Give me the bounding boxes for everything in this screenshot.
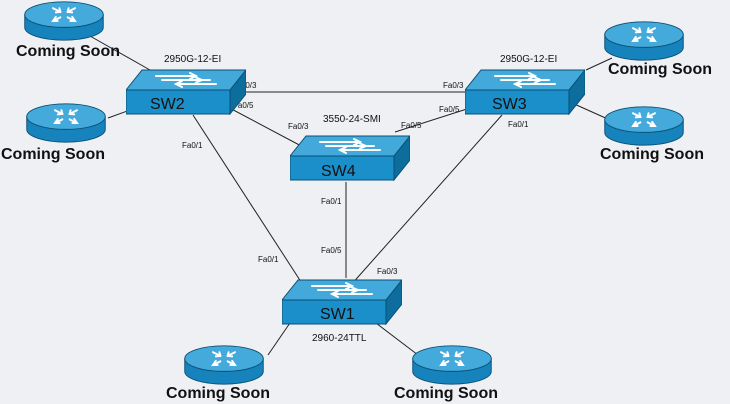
router-r-sw3-bottom[interactable]: Coming Soon <box>600 105 704 163</box>
link-router-sw3-bottom <box>571 102 611 121</box>
port-label: Fa0/5 <box>321 246 342 255</box>
switch-label: SW2 <box>150 96 185 113</box>
port-label: Fa0/5 <box>401 121 422 130</box>
port-label: Fa0/3 <box>377 267 398 276</box>
router-label: Coming Soon <box>1 146 105 163</box>
port-labels: Fa0/3 Fa0/3 Fa0/5 Fa0/3 Fa0/5 Fa0/5 Fa0/… <box>182 81 529 276</box>
switch-sw4[interactable]: SW4 3550-24-SMI <box>290 114 410 181</box>
router-label: Coming Soon <box>608 61 712 78</box>
router-icon <box>603 105 685 147</box>
link-router-sw1-right <box>371 319 419 356</box>
switch-sw3[interactable]: SW3 2950G-12-EI <box>465 54 585 115</box>
router-r-sw3-top[interactable]: Coming Soon <box>603 20 712 78</box>
port-label: Fa0/1 <box>321 197 342 206</box>
switch-sw1[interactable]: SW1 2960-24TTL <box>282 279 402 344</box>
router-icon <box>25 102 107 144</box>
port-label: Fa0/5 <box>233 101 254 110</box>
switch-label: SW1 <box>320 306 355 323</box>
port-label: Fa0/1 <box>182 141 203 150</box>
switch-model: 3550-24-SMI <box>323 114 381 125</box>
link-sw3-sw4 <box>394 107 471 133</box>
switch-sw2[interactable]: SW2 2950G-12-EI <box>126 54 246 115</box>
switch-model: 2950G-12-EI <box>500 54 557 65</box>
router-label: Coming Soon <box>166 385 270 402</box>
link-sw2-sw1 <box>192 114 306 289</box>
router-icon <box>603 20 685 62</box>
links-layer <box>89 35 613 356</box>
router-r-sw1-left[interactable]: Coming Soon <box>166 344 270 402</box>
multilayer-switch-icon <box>126 69 246 115</box>
port-label: Fa0/3 <box>288 122 309 131</box>
router-r-sw2-top[interactable]: Coming Soon <box>16 0 120 60</box>
switch-model: 2960-24TTL <box>312 333 367 344</box>
port-label: Fa0/5 <box>439 105 460 114</box>
router-r-sw2-bottom[interactable]: Coming Soon <box>1 102 107 163</box>
link-sw3-sw1 <box>349 114 503 287</box>
link-router-sw1-left <box>267 319 293 356</box>
port-label: Fa0/1 <box>258 255 279 264</box>
port-label: Fa0/3 <box>236 81 257 90</box>
router-label: Coming Soon <box>394 385 498 402</box>
router-label: Coming Soon <box>16 43 120 60</box>
router-icon <box>411 344 493 386</box>
router-icon <box>23 0 105 42</box>
switch-model: 2950G-12-EI <box>164 54 221 65</box>
router-icon <box>183 344 265 386</box>
link-sw2-sw4 <box>221 103 306 149</box>
switch-label: SW4 <box>321 163 356 180</box>
port-label: Fa0/3 <box>443 81 464 90</box>
router-r-sw1-right[interactable]: Coming Soon <box>394 344 498 402</box>
router-label: Coming Soon <box>600 146 704 163</box>
switch-label: SW3 <box>492 96 527 113</box>
link-router-sw2-top <box>89 35 151 71</box>
port-label: Fa0/1 <box>508 120 529 129</box>
link-router-sw3-top <box>585 57 613 71</box>
